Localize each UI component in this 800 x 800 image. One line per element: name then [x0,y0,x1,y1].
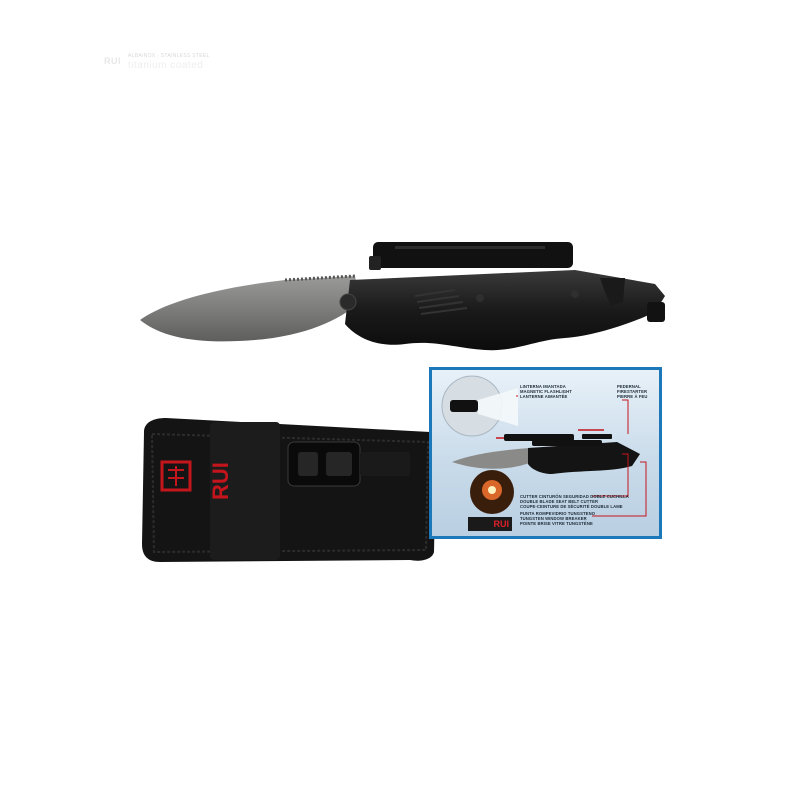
handle-grip-ridges [414,289,468,315]
knife-handle [345,270,665,351]
nylon-sheath [142,418,437,562]
blade-coating-label: titanium coated [128,60,204,71]
firestarter-label: PEDERNAL FIRESTARTER PIERRE À FEU [617,384,648,399]
magnetic-flashlight [373,242,573,268]
folding-knife [140,242,665,351]
quick-release-buckle [287,441,410,487]
seat-belt-cutter [600,278,625,306]
sheath-brand-mark: RUI [208,462,233,500]
flashlight-lens [369,256,381,270]
belt-cutter-label: CUTTER CINTURÓN SEGURIDAD DOBLE CUCHILLA… [520,494,629,509]
sheath-logo-glyph [160,460,192,492]
features-card: LINTERNA IMANTADA MAGNETIC FLASHLIGHT LA… [429,367,662,539]
sheath-belt-strap [210,422,280,560]
flashlight-label: LINTERNA IMANTADA MAGNETIC FLASHLIGHT LA… [520,384,572,399]
blade-steel-label: ALBAINOX · STAINLESS STEEL [128,53,210,59]
knife-blade [140,276,360,342]
window-breaker [647,302,665,322]
window-breaker-label: PUNTA ROMPEVIDRIO TUNGSTENO TUNGSTEN WIN… [520,511,596,526]
blade-brand-mark: RUI [104,56,121,66]
pivot-screw [339,293,357,311]
card-brand-logo: RUI [468,517,512,531]
features-illustration [441,375,647,517]
